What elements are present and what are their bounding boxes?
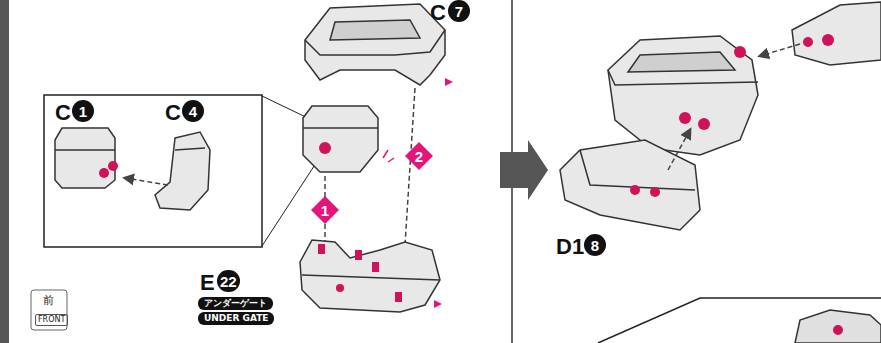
part-letter: D1: [556, 236, 584, 258]
gate-note: アンダーゲート: [198, 297, 273, 310]
part-letter: E: [200, 272, 215, 294]
part-letter: C: [430, 2, 446, 24]
gate-note: UNDER GATE: [198, 312, 274, 325]
part-number: 8: [584, 234, 606, 256]
part-number: 1: [72, 100, 94, 122]
part-number: 7: [448, 0, 470, 22]
part-number: 22: [217, 270, 240, 292]
step-number: 2: [405, 142, 433, 170]
front-icon-text: FRONT: [35, 314, 68, 326]
step-number: 1: [311, 196, 339, 224]
part-letter: C: [55, 102, 71, 124]
front-icon-text: 前: [43, 295, 54, 306]
part-number: 4: [182, 100, 204, 122]
part-letter: C: [165, 102, 181, 124]
